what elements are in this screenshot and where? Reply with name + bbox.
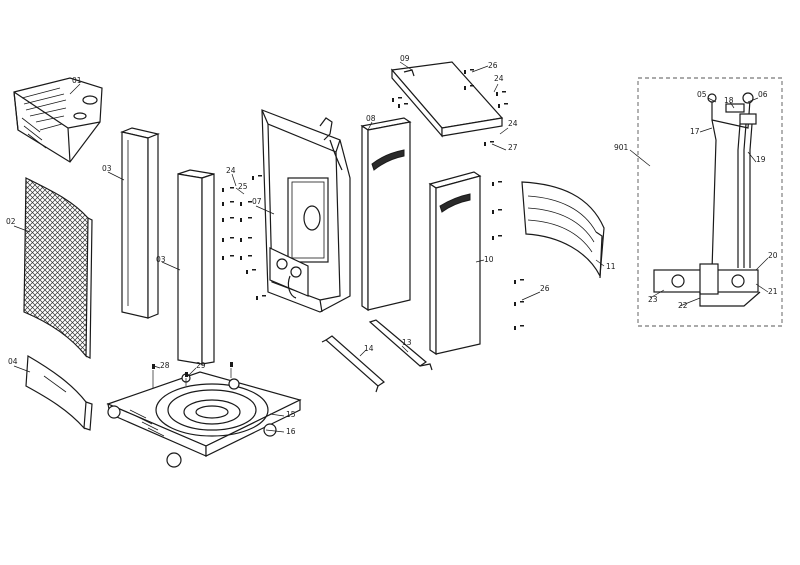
callout-27: 27 — [508, 143, 518, 152]
callout-26b: 26 — [540, 284, 550, 293]
part-10-side-panel — [428, 171, 482, 356]
callout-19: 19 — [756, 155, 766, 164]
part-07-main-body — [261, 109, 351, 313]
callout-23: 23 — [648, 295, 658, 304]
callout-02: 02 — [6, 217, 16, 226]
part-04-bottom-front-panel — [25, 354, 93, 431]
part-11-curved-shield — [521, 181, 605, 279]
callout-11: 11 — [606, 262, 616, 271]
part-02-front-grille — [23, 177, 93, 359]
screws-24-25 — [222, 175, 266, 300]
callout-05: 05 — [697, 90, 707, 99]
callout-24c: 24 — [508, 119, 518, 128]
leader-lines — [13, 61, 769, 433]
callout-04: 04 — [8, 357, 18, 366]
callout-08: 08 — [366, 114, 376, 123]
callout-labels: 01 02 03 03 04 05 06 07 08 09 10 11 13 1… — [6, 54, 778, 436]
callout-24b: 24 — [494, 74, 504, 83]
callout-03a: 03 — [102, 164, 112, 173]
screws-26-27 — [392, 69, 524, 330]
part-09-top-shelf — [390, 61, 504, 138]
callout-07: 07 — [252, 197, 262, 206]
part-901-valve-assembly — [637, 77, 783, 327]
part-08-door-panel — [360, 117, 412, 312]
callout-13: 13 — [402, 338, 412, 347]
callout-16: 16 — [286, 427, 296, 436]
callout-14: 14 — [364, 344, 374, 353]
callout-15: 15 — [286, 410, 296, 419]
callout-20: 20 — [768, 251, 778, 260]
part-01-top-cap — [13, 77, 103, 163]
callout-29: 29 — [196, 361, 206, 370]
callout-03b: 03 — [156, 255, 166, 264]
callout-22: 22 — [678, 301, 688, 310]
callout-21: 21 — [768, 287, 778, 296]
callout-18: 18 — [724, 96, 734, 105]
callout-28: 28 — [160, 361, 170, 370]
callout-17: 17 — [690, 127, 700, 136]
part-13-bar — [368, 319, 433, 371]
screws-28-29 — [152, 362, 233, 388]
part-16-casters — [107, 373, 277, 468]
callout-901: 901 — [614, 143, 629, 152]
callout-06: 06 — [758, 90, 768, 99]
part-15-base-tray — [106, 371, 302, 457]
callout-26a: 26 — [488, 61, 498, 70]
part-14-bar — [321, 335, 385, 393]
callout-01: 01 — [72, 76, 82, 85]
part-03b-side-rail — [177, 169, 215, 365]
callout-25: 25 — [238, 182, 248, 191]
callout-24a: 24 — [226, 166, 236, 175]
part-03a-side-rail — [119, 127, 161, 319]
callout-10: 10 — [484, 255, 494, 264]
callout-09: 09 — [400, 54, 410, 63]
